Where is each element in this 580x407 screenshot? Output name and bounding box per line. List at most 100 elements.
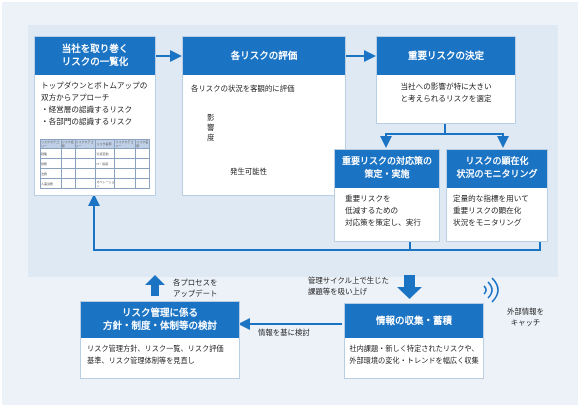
countermeasure-title-line2: 策定・実施 bbox=[364, 170, 410, 180]
table-header-cell: リスクカテゴリー bbox=[40, 139, 62, 149]
decision-body-line: と考えられるリスクを選定 bbox=[400, 94, 492, 103]
table-cell bbox=[135, 168, 150, 179]
external-signal-icon bbox=[483, 277, 499, 303]
table-cell bbox=[74, 178, 97, 189]
table-cell bbox=[95, 168, 116, 179]
table-header-cell: リスク名称 bbox=[60, 139, 76, 149]
table-cell: 法務 bbox=[40, 168, 62, 179]
impact-axis-char: 影 bbox=[207, 113, 215, 122]
evaluation-body-bg bbox=[183, 75, 345, 195]
impact-axis-char: 響 bbox=[207, 123, 215, 132]
policy-body-line: リスク管理方針、リスク一覧、リスク評価 bbox=[87, 344, 224, 353]
monitoring-box: リスクの顕在化 状況のモニタリング 定量的な指標を用いて 重要リスクの顕在化 状… bbox=[446, 149, 548, 242]
decision-header: 重要リスクの決定 bbox=[377, 37, 515, 75]
table-cell bbox=[60, 158, 76, 169]
table-cell: 財務 bbox=[40, 158, 62, 169]
table-header-row: リスクカテゴリー リスク名称 リスクカテゴリー リスク名称 リスクカテゴリー リ… bbox=[40, 139, 150, 149]
overview-body-line: ・各部門の認識するリスク bbox=[41, 117, 133, 126]
review-label: 情報を基に検討 bbox=[258, 328, 310, 337]
overview-header: 当社を取り巻く リスクの一覧化 bbox=[35, 37, 155, 75]
collection-header: 情報の収集・蓄積 bbox=[345, 304, 483, 338]
impact-axis-char: 度 bbox=[207, 133, 215, 142]
monitoring-body-line: 定量的な指標を用いて bbox=[453, 194, 529, 203]
table-cell bbox=[135, 148, 150, 159]
collection-title: 情報の収集・蓄積 bbox=[375, 315, 452, 327]
table-cell: オペレーション bbox=[95, 178, 116, 189]
evaluation-header: 各リスクの評価 bbox=[183, 37, 345, 75]
table-header-cell: リスク名称 bbox=[95, 139, 116, 149]
table-cell bbox=[74, 168, 97, 179]
decision-title: 重要リスクの決定 bbox=[407, 50, 484, 62]
external-label-line: キャッチ bbox=[510, 318, 541, 327]
probability-axis-label: 発生可能性 bbox=[230, 167, 267, 176]
table-cell bbox=[135, 158, 150, 169]
overview-body-line: ・経営層の認識するリスク bbox=[41, 105, 133, 114]
countermeasure-title-line1: 重要リスクの対応策の bbox=[341, 157, 432, 167]
table-cell: 人事労務 bbox=[40, 178, 62, 189]
countermeasure-body-line: 低減するための bbox=[345, 206, 399, 215]
collection-body: 社内課題・新しく特定されたリスクや、 外部環境の変化・トレンドを幅広く収集 bbox=[345, 338, 483, 367]
countermeasure-body-line: 対応策を策定し、実行 bbox=[345, 218, 421, 227]
countermeasure-box: 重要リスクの対応策の 策定・実施 重要リスクを 低減するための 対応策を策定し、… bbox=[334, 149, 440, 242]
overview-body: トップダウンとボトムアップの 双方からアプローチ ・経営層の認識するリスク ・各… bbox=[35, 75, 155, 128]
table-cell bbox=[114, 148, 137, 159]
policy-box: リスク管理に係る 方針・制度・体制等の検討 リスク管理方針、リスク一覧、リスク評… bbox=[80, 301, 240, 379]
arrow-feedback-loop bbox=[94, 196, 541, 251]
monitoring-body-line: 重要リスクの顕在化 bbox=[453, 206, 522, 215]
table-header-cell: リスク名称 bbox=[135, 139, 150, 149]
update-label: 各プロセスを アップデート bbox=[173, 277, 217, 299]
evaluation-body: 各リスクの状況を客観的に評価 bbox=[191, 84, 295, 93]
overview-body-line: 双方からアプローチ bbox=[41, 93, 110, 102]
collection-box: 情報の収集・蓄積 社内課題・新しく特定されたリスクや、 外部環境の変化・トレンド… bbox=[344, 303, 484, 379]
absorb-label: 管理サイクル上で生じた 課題等を吸い上げ bbox=[308, 275, 389, 297]
overview-body-line: トップダウンとボトムアップの bbox=[41, 81, 148, 90]
collection-body-line: 外部環境の変化・トレンドを幅広く収集 bbox=[349, 356, 479, 365]
table-cell bbox=[74, 148, 97, 159]
monitoring-body-line: 状況をモニタリング bbox=[453, 218, 522, 227]
table-cell bbox=[60, 178, 76, 189]
policy-body: リスク管理方針、リスク一覧、リスク評価 基準、リスク管理体制等を見直し bbox=[81, 338, 239, 367]
table-row: 人事労務 オペレーション bbox=[40, 178, 150, 189]
policy-title-line2: 方針・制度・体制等の検討 bbox=[102, 321, 217, 332]
table-cell bbox=[135, 178, 150, 189]
table-cell bbox=[114, 178, 137, 189]
absorb-down-arrow bbox=[397, 275, 422, 299]
table-header-cell: リスクカテゴリー bbox=[74, 139, 97, 149]
table-cell bbox=[60, 168, 76, 179]
table-cell: IT・情報 bbox=[95, 158, 116, 169]
table-row: 法務 bbox=[40, 168, 150, 179]
external-label: 外部情報を キャッチ bbox=[507, 306, 544, 328]
policy-title-line1: リスク管理に係る bbox=[121, 308, 198, 319]
decision-body: 当社への影響が特に大きい と考えられるリスクを選定 bbox=[377, 75, 515, 105]
absorb-label-line: 課題等を吸い上げ bbox=[308, 287, 368, 296]
overview-title-line1: 当社を取り巻く bbox=[61, 44, 129, 55]
monitoring-body: 定量的な指標を用いて 重要リスクの顕在化 状況をモニタリング bbox=[447, 188, 547, 229]
risk-list-table: リスクカテゴリー リスク名称 リスクカテゴリー リスク名称 リスクカテゴリー リ… bbox=[40, 139, 150, 189]
update-label-line: アップデート bbox=[173, 289, 218, 298]
table-header-cell: リスクカテゴリー bbox=[114, 139, 137, 149]
arrow-decision-split bbox=[386, 124, 503, 135]
table-cell bbox=[114, 168, 137, 179]
update-up-arrow bbox=[145, 275, 165, 296]
policy-body-line: 基準、リスク管理体制等を見直し bbox=[87, 356, 195, 365]
countermeasure-body-line: 重要リスクを bbox=[345, 194, 391, 203]
external-label-line: 外部情報を bbox=[507, 307, 544, 316]
evaluation-title: 各リスクの評価 bbox=[230, 50, 298, 62]
overview-box: 当社を取り巻く リスクの一覧化 トップダウンとボトムアップの 双方からアプローチ… bbox=[34, 36, 156, 196]
decision-box: 重要リスクの決定 当社への影響が特に大きい と考えられるリスクを選定 bbox=[376, 36, 516, 124]
absorb-label-line: 管理サイクル上で生じた bbox=[308, 276, 389, 285]
impact-axis-label: 影 響 度 bbox=[207, 113, 214, 143]
table-cell bbox=[74, 158, 97, 169]
table-row: 戦略 気候変動 bbox=[40, 148, 150, 159]
evaluation-box: 各リスクの評価 bbox=[182, 36, 346, 196]
update-label-line: 各プロセスを bbox=[173, 278, 218, 287]
table-cell: 戦略 bbox=[40, 148, 62, 159]
monitoring-header: リスクの顕在化 状況のモニタリング bbox=[447, 150, 547, 188]
overview-title-line2: リスクの一覧化 bbox=[61, 57, 129, 68]
collection-body-line: 社内課題・新しく特定されたリスクや、 bbox=[349, 344, 479, 353]
policy-header: リスク管理に係る 方針・制度・体制等の検討 bbox=[81, 302, 239, 338]
monitoring-title-line1: リスクの顕在化 bbox=[465, 157, 529, 167]
table-cell bbox=[60, 148, 76, 159]
countermeasure-header: 重要リスクの対応策の 策定・実施 bbox=[335, 150, 439, 188]
